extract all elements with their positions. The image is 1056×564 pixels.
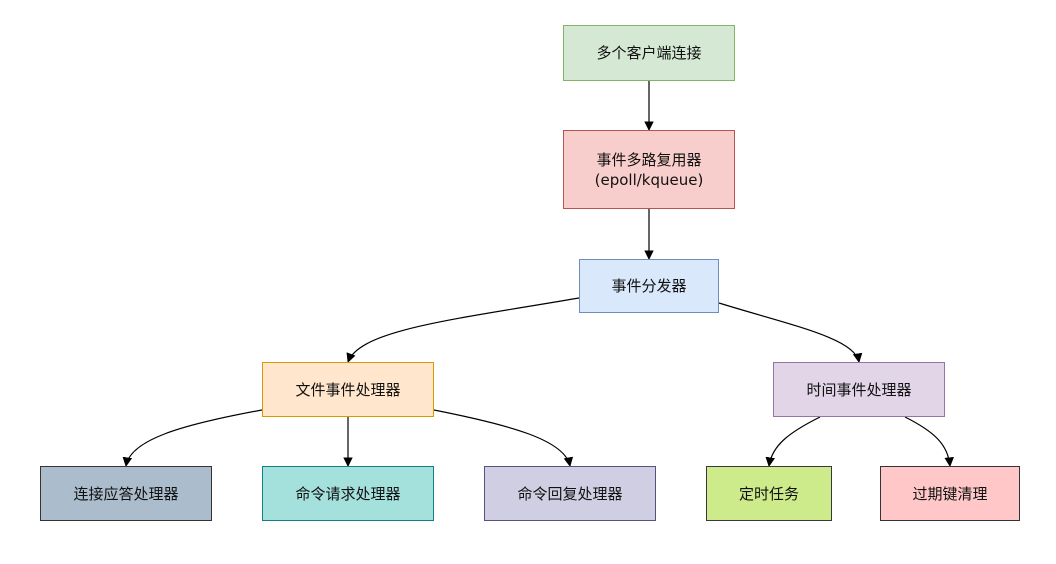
edge-time-to-timed [765, 416, 821, 467]
edge-time-to-expire [904, 416, 954, 467]
node-label: 事件分发器 [611, 277, 687, 295]
node-sublabel: (epoll/kqueue) [594, 170, 704, 189]
node-event-dispatcher: 事件分发器 [579, 259, 719, 313]
node-label: 命令回复处理器 [517, 484, 623, 503]
edge-file-to-accept [122, 409, 263, 467]
node-label: 时间事件处理器 [806, 380, 912, 399]
node-label: 连接应答处理器 [73, 484, 179, 503]
node-file-event-handler: 文件事件处理器 [262, 362, 434, 417]
edge-file-to-reply [433, 409, 574, 467]
node-multiple-client-connections: 多个客户端连接 [563, 25, 735, 81]
node-command-request-handler: 命令请求处理器 [262, 466, 434, 521]
node-label: 定时任务 [738, 484, 799, 503]
node-label: 多个客户端连接 [596, 44, 702, 62]
edge-dispatch-to-time [718, 302, 863, 363]
node-label: 命令请求处理器 [295, 484, 401, 503]
node-event-multiplexer: 事件多路复用器 (epoll/kqueue) [563, 130, 735, 209]
node-expired-key-cleanup: 过期键清理 [880, 466, 1020, 521]
edge-dispatch-to-file [346, 297, 580, 363]
node-label: 文件事件处理器 [295, 380, 401, 399]
node-label: 过期键清理 [912, 484, 988, 503]
node-label: 事件多路复用器 [596, 150, 702, 169]
node-timed-tasks: 定时任务 [706, 466, 832, 521]
node-connection-accept-handler: 连接应答处理器 [40, 466, 212, 521]
node-time-event-handler: 时间事件处理器 [773, 362, 945, 417]
node-command-reply-handler: 命令回复处理器 [484, 466, 656, 521]
